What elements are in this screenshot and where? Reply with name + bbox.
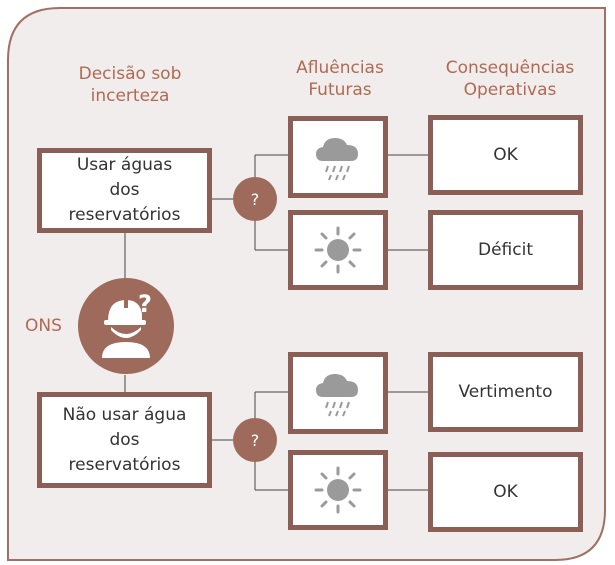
agent-question-mark: ? <box>138 290 152 318</box>
inflow-box-sun-2 <box>288 450 388 530</box>
decision-header-text: Decisão sob incerteza <box>78 64 182 106</box>
question-mark: ? <box>250 189 260 209</box>
consequences-header: Consequências Operativas <box>425 57 595 101</box>
inflows-header-text: Afluências Futuras <box>296 58 384 100</box>
decision-header: Decisão sob incerteza <box>55 63 205 107</box>
worker-helmet-icon <box>78 278 174 374</box>
consequence-label: OK <box>493 481 518 502</box>
inflow-box-rain-1 <box>288 116 388 198</box>
decision-label: Não usar água dos reservatórios <box>62 404 187 475</box>
uncertainty-node-2: ? <box>233 418 277 462</box>
rain-cloud-icon <box>316 138 358 181</box>
consequence-box-3: Vertimento <box>428 352 583 432</box>
ons-label: ONS <box>25 316 62 336</box>
consequence-box-2: Déficit <box>428 210 583 290</box>
sun-icon <box>314 226 362 274</box>
consequence-label: Déficit <box>478 239 533 260</box>
sun-icon <box>314 466 362 514</box>
consequence-label: Vertimento <box>458 381 553 402</box>
decision-box-use-water: Usar águas dos reservatórios <box>37 148 212 233</box>
consequences-header-text: Consequências Operativas <box>445 58 575 100</box>
consequence-box-4: OK <box>428 452 583 532</box>
consequence-label: OK <box>493 144 518 165</box>
inflows-header: Afluências Futuras <box>275 57 405 101</box>
inflow-box-sun-1 <box>288 210 388 290</box>
decision-box-not-use-water: Não usar água dos reservatórios <box>37 392 212 488</box>
rain-cloud-icon <box>316 374 358 417</box>
question-mark: ? <box>250 430 260 450</box>
inflow-box-rain-2 <box>288 352 388 434</box>
uncertainty-node-1: ? <box>233 177 277 221</box>
consequence-box-1: OK <box>428 115 583 195</box>
ons-agent-node: ? <box>78 278 174 374</box>
decision-label: Usar águas dos reservatórios <box>68 155 181 225</box>
